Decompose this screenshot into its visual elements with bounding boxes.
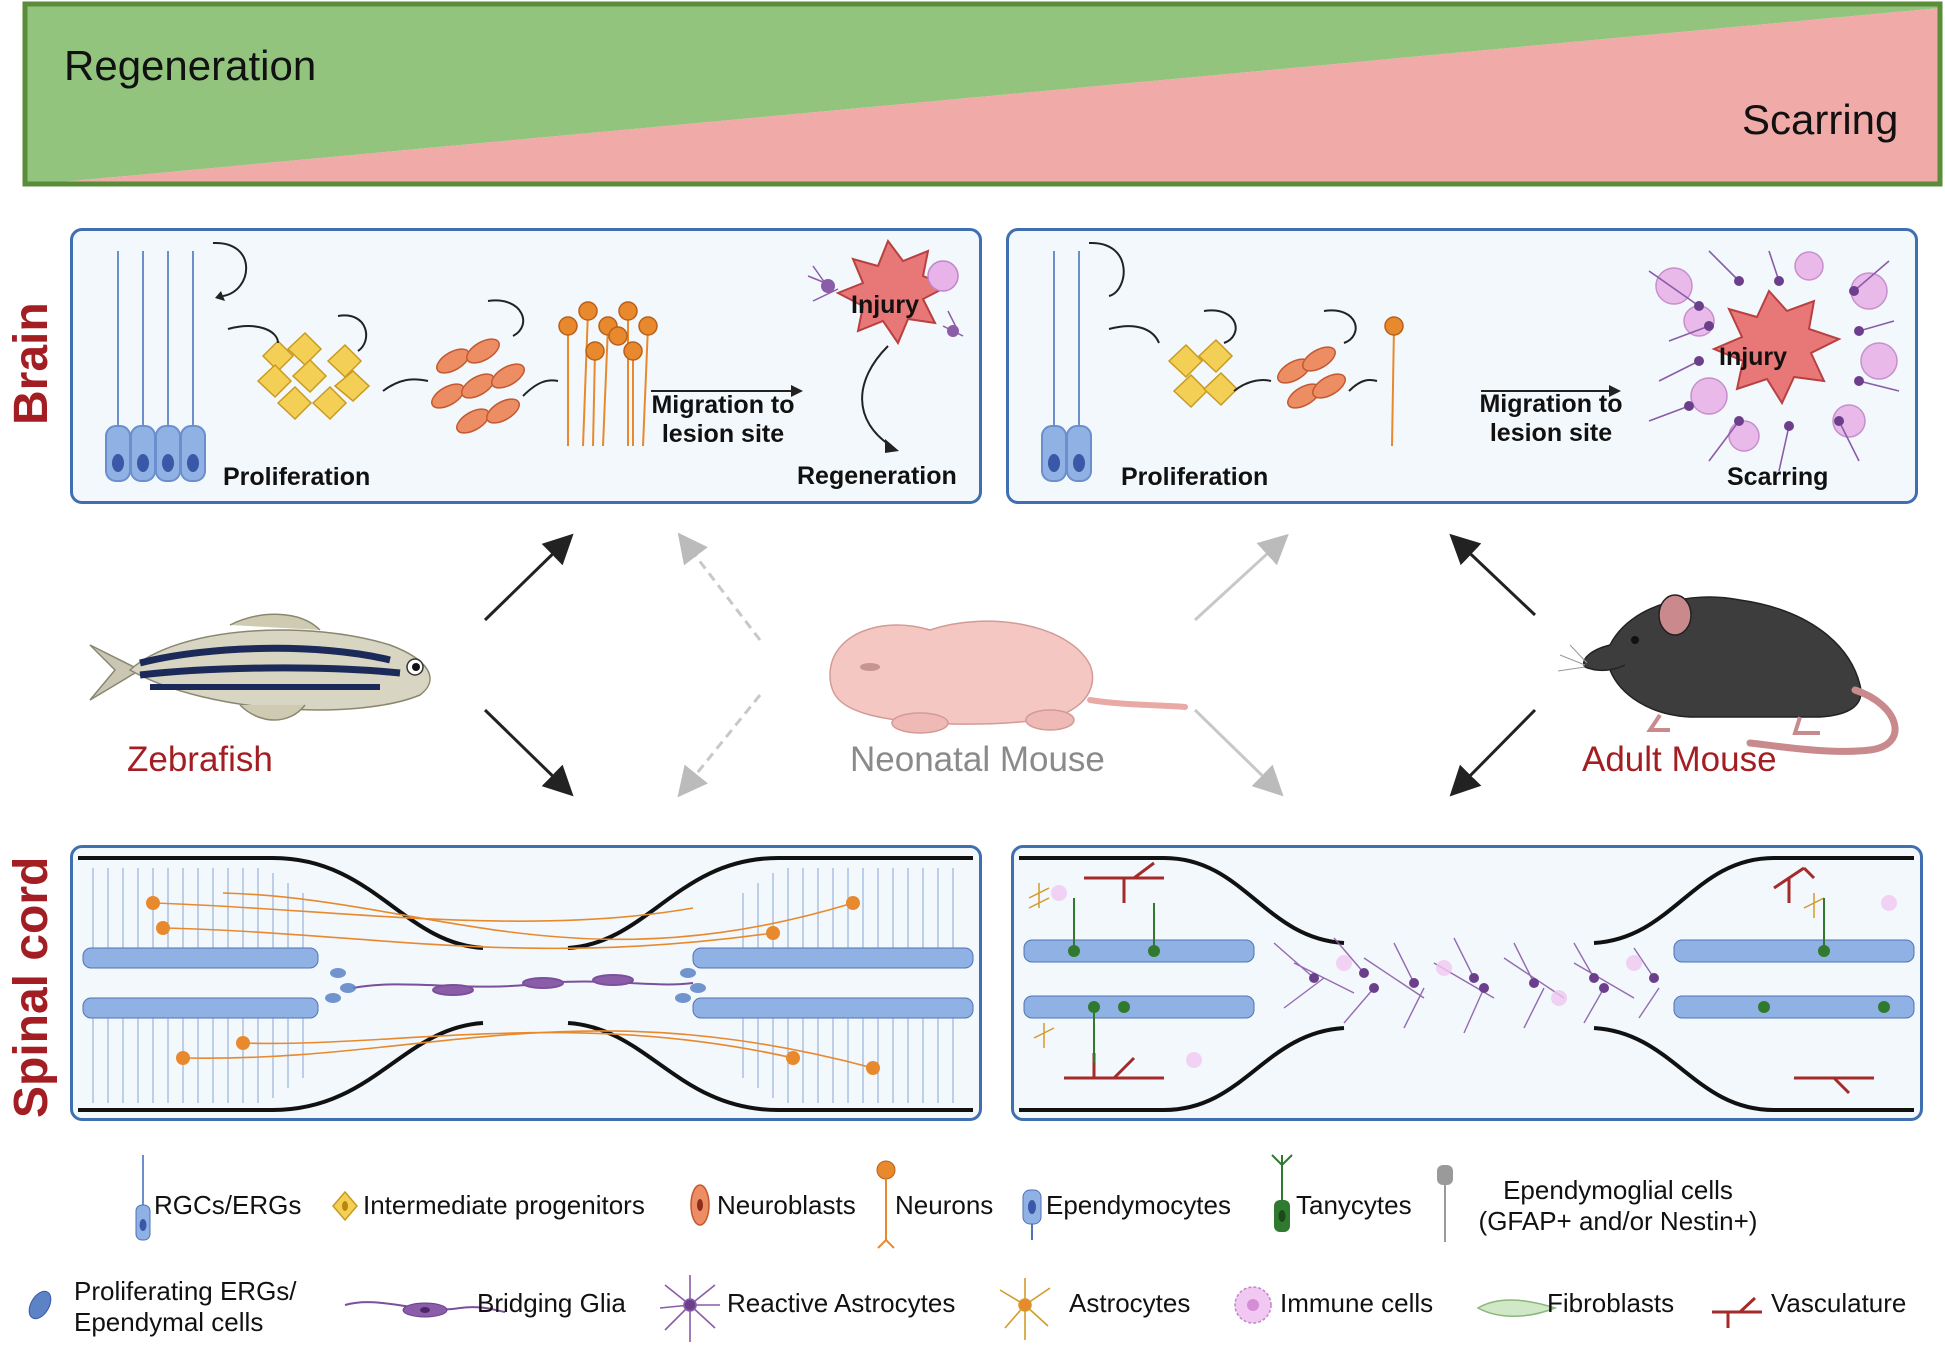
brain-adult-illustration xyxy=(1041,241,1900,482)
spinal-cord-section-label: Spinal cord xyxy=(5,856,58,1118)
zebrafish-to-brain-arrow xyxy=(483,533,574,622)
adult-mouse-image xyxy=(1557,594,1899,755)
legend-tanycyte-label: Tanycytes xyxy=(1296,1190,1412,1220)
neonatal-to-brain-left-arrow xyxy=(677,532,762,641)
legend-icons-row2 xyxy=(28,1275,1762,1342)
intermediate-progenitor-icon xyxy=(332,1190,358,1222)
ependymoglial-line1: Ependymoglial cells xyxy=(1503,1175,1733,1205)
legend-bridging-glia-label: Bridging Glia xyxy=(477,1288,626,1318)
brain-zebrafish-panel: Proliferation Migration to lesion site I… xyxy=(70,228,982,504)
bridging-glia-icon xyxy=(344,1301,506,1318)
spinal-adult-illustration xyxy=(1019,856,1915,1112)
neonatal-mouse-label: Neonatal Mouse xyxy=(850,740,1105,779)
spinal-adult-mouse-panel xyxy=(1011,845,1923,1121)
proliferating-erg-icon xyxy=(28,1290,52,1320)
legend-ependymocyte-label: Ependymocytes xyxy=(1046,1190,1231,1220)
legend-neuron-label: Neurons xyxy=(895,1190,994,1220)
migration-line2: lesion site xyxy=(661,420,785,448)
legend-reactive-astrocyte-label: Reactive Astrocytes xyxy=(727,1288,956,1318)
neonatal-to-spinal-left-arrow xyxy=(677,694,762,798)
legend-neuroblast-label: Neuroblasts xyxy=(717,1190,856,1220)
migration-line1: Migration to xyxy=(651,391,795,419)
injury-burst-right xyxy=(1711,289,1842,406)
proliferating-line1: Proliferating ERGs/ xyxy=(74,1276,297,1306)
reactive-astrocyte-cluster xyxy=(1273,937,1660,1034)
legend-proliferating-label: Proliferating ERGs/ Ependymal cells xyxy=(74,1276,297,1338)
astrocyte-icon xyxy=(999,1278,1051,1340)
legend-fibroblast-label: Fibroblasts xyxy=(1547,1288,1675,1318)
vasculature-icon xyxy=(1712,1296,1762,1328)
zebrafish-to-spinal-arrow xyxy=(483,708,574,797)
brain-section-label: Brain xyxy=(5,302,58,425)
legend-vasculature-label: Vasculature xyxy=(1771,1288,1907,1318)
ependymal-rows-left xyxy=(82,947,974,1019)
fibroblast-icon xyxy=(1476,1299,1558,1317)
spinal-zebrafish-panel xyxy=(70,845,982,1121)
rgc-icon xyxy=(135,1155,151,1241)
neonatal-mouse-image xyxy=(829,620,1188,734)
brain-left-migration-label: Migration to lesion site xyxy=(643,391,803,449)
brain-right-injury-label: Injury xyxy=(1719,343,1788,371)
ependymoglial-icon xyxy=(1437,1165,1453,1242)
migration-line1-right: Migration to xyxy=(1479,390,1623,418)
bridging-glia-left xyxy=(352,974,694,996)
proliferating-line2: Ependymal cells xyxy=(74,1307,264,1337)
brain-adult-mouse-panel: Proliferation Migration to lesion site I… xyxy=(1006,228,1918,504)
reactive-astrocyte-icon xyxy=(659,1275,720,1342)
adult-mouse-label: Adult Mouse xyxy=(1582,740,1777,779)
adult-to-spinal-arrow xyxy=(1449,708,1537,797)
brain-right-migration-label: Migration to lesion site xyxy=(1471,390,1631,448)
brain-left-injury-label: Injury xyxy=(851,291,920,319)
adult-to-brain-arrow xyxy=(1449,533,1537,617)
brain-right-proliferation-label: Proliferation xyxy=(1121,463,1269,491)
tanycyte-icon xyxy=(1271,1154,1293,1232)
ependymoglial-line2: (GFAP+ and/or Nestin+) xyxy=(1478,1206,1758,1236)
legend-immune-label: Immune cells xyxy=(1280,1288,1434,1318)
neonatal-to-brain-right-arrow xyxy=(1193,533,1289,622)
neuron-icon xyxy=(876,1160,896,1249)
ependymocyte-icon xyxy=(1022,1189,1042,1240)
connection-arrows xyxy=(483,532,1537,798)
brain-left-proliferation-label: Proliferation xyxy=(223,463,371,491)
legend-ependymoglial-label: Ependymoglial cells (GFAP+ and/or Nestin… xyxy=(1468,1175,1768,1237)
banner-scarring-label: Scarring xyxy=(1742,96,1899,143)
brain-zebrafish-illustration xyxy=(105,238,964,482)
zebrafish-image xyxy=(89,613,431,721)
regeneration-scarring-banner xyxy=(22,1,1943,187)
injury-burst-left xyxy=(835,238,951,346)
spinal-zebrafish-illustration xyxy=(78,856,974,1112)
legend-progenitor-label: Intermediate progenitors xyxy=(363,1190,645,1220)
neonatal-to-spinal-right-arrow xyxy=(1193,708,1284,797)
banner-regeneration-label: Regeneration xyxy=(64,42,317,89)
rgc-cells-group xyxy=(105,251,206,482)
brain-left-outcome-label: Regeneration xyxy=(797,462,957,490)
legend-rgc-label: RGCs/ERGs xyxy=(154,1190,302,1220)
migration-line2-right: lesion site xyxy=(1489,419,1613,447)
zebrafish-label: Zebrafish xyxy=(127,740,273,779)
legend-icons-row1 xyxy=(135,1154,1453,1249)
legend-astrocyte-label: Astrocytes xyxy=(1069,1288,1191,1318)
brain-right-outcome-label: Scarring xyxy=(1727,463,1829,491)
neuroblast-icon xyxy=(690,1184,710,1226)
immune-cell-icon xyxy=(1234,1286,1272,1324)
